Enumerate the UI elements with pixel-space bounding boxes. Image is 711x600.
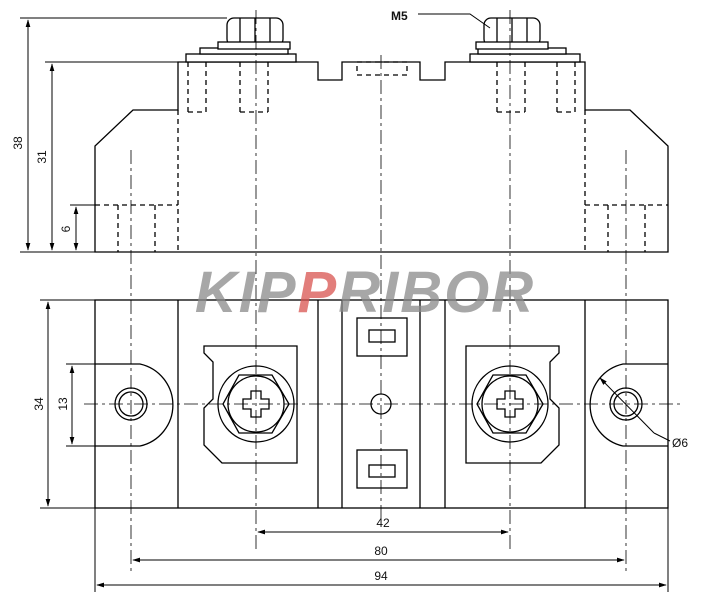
dim-body-height: 31 [35, 150, 49, 164]
watermark-logo: KIPPRIBOR [195, 260, 535, 325]
thread-callout: M5 [391, 9, 491, 29]
watermark-suffix: RIBOR [338, 260, 535, 325]
watermark-prefix: KIP [195, 260, 298, 325]
dim-lug-width: 13 [56, 397, 70, 411]
dim-terminal-spacing: 42 [376, 516, 390, 530]
dim-foot-height: 6 [59, 225, 73, 232]
center-lines [84, 10, 680, 575]
dim-overall-length: 94 [374, 569, 388, 583]
side-view-outline [94, 61, 669, 253]
screw-head-left [217, 17, 291, 50]
dim-overall-height: 38 [11, 136, 25, 150]
side-view [94, 47, 669, 253]
hole-callout-label: Ø6 [672, 436, 688, 450]
dim-depth: 34 [32, 397, 46, 411]
top-view [94, 299, 669, 509]
thread-callout-label: M5 [391, 9, 408, 23]
screw-head-right [475, 17, 549, 50]
svg-text:KIPPRIBOR: KIPPRIBOR [195, 260, 535, 325]
dim-mount-hole-spacing: 80 [374, 544, 388, 558]
side-view-dimensions [20, 17, 227, 253]
top-view-dimensions [40, 299, 669, 592]
watermark-accent: P [298, 260, 339, 325]
hole-callout: Ø6 [599, 377, 688, 450]
